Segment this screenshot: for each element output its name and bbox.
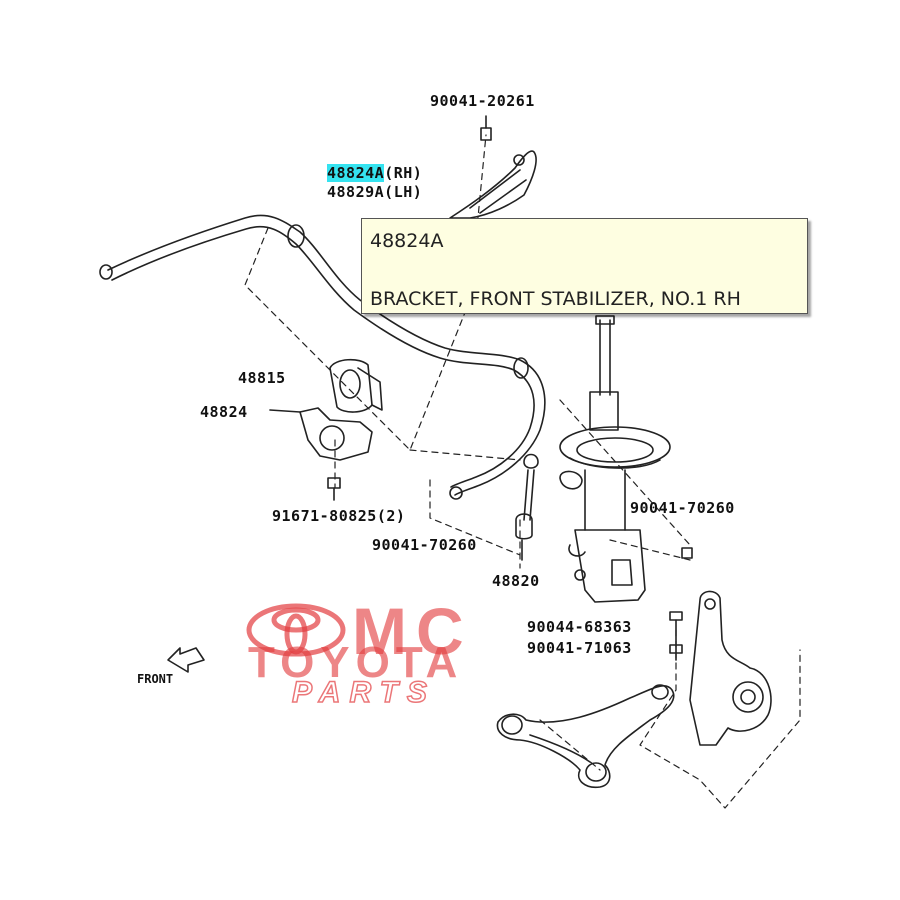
label-nut-strut[interactable]: 90041-70260 — [630, 499, 735, 517]
label-bushing[interactable]: 48815 — [238, 369, 286, 387]
label-bolt-knuckle-1[interactable]: 90044-68363 — [527, 618, 632, 636]
bushing-shape[interactable] — [329, 358, 383, 413]
knuckle-bolts-shape[interactable] — [669, 611, 683, 661]
tooltip-part-number: 48824A — [370, 230, 444, 252]
knuckle-shape[interactable] — [689, 590, 772, 746]
label-nut-link[interactable]: 90041-70260 — [372, 536, 477, 554]
watermark-toyota: TOYOTA — [248, 638, 464, 687]
toyota-logo-icon — [246, 603, 346, 657]
label-link[interactable]: 48820 — [492, 572, 540, 590]
stabilizer-bar[interactable] — [99, 214, 546, 500]
stabilizer-link-shape[interactable] — [515, 453, 539, 561]
tooltip-description: BRACKET, FRONT STABILIZER, NO.1 RH — [370, 288, 741, 310]
label-bracket-rh-suffix: (RH) — [384, 164, 423, 182]
front-direction-label: FRONT — [137, 672, 174, 686]
label-bracket-lh[interactable]: 48829A(LH) — [327, 183, 423, 201]
label-nut-bushing[interactable]: 91671-80825(2) — [272, 507, 406, 525]
nut-strut-shape[interactable] — [681, 547, 693, 559]
label-bolt-20261[interactable]: 90041-20261 — [430, 92, 535, 110]
bracket-48824a-shape[interactable] — [449, 150, 537, 219]
label-bolt-knuckle-2[interactable]: 90041-71063 — [527, 639, 632, 657]
label-bracket-rh-number[interactable]: 48824A — [327, 164, 385, 182]
watermark-parts: PARTS — [291, 676, 436, 709]
bracket-48824-shape[interactable] — [269, 407, 373, 461]
label-bracket[interactable]: 48824 — [200, 403, 248, 421]
part-tooltip: 48824A BRACKET, FRONT STABILIZER, NO.1 R… — [361, 218, 808, 314]
strut-shape[interactable] — [559, 315, 671, 603]
watermark-mc: MC — [352, 594, 473, 668]
bolt-20261-shape[interactable] — [480, 115, 492, 141]
nut-91671-shape[interactable] — [327, 477, 341, 501]
lower-arm-shape[interactable] — [496, 684, 675, 789]
front-arrow-icon — [167, 647, 205, 673]
label-bracket-rh[interactable]: 48824A(RH) — [327, 164, 423, 182]
